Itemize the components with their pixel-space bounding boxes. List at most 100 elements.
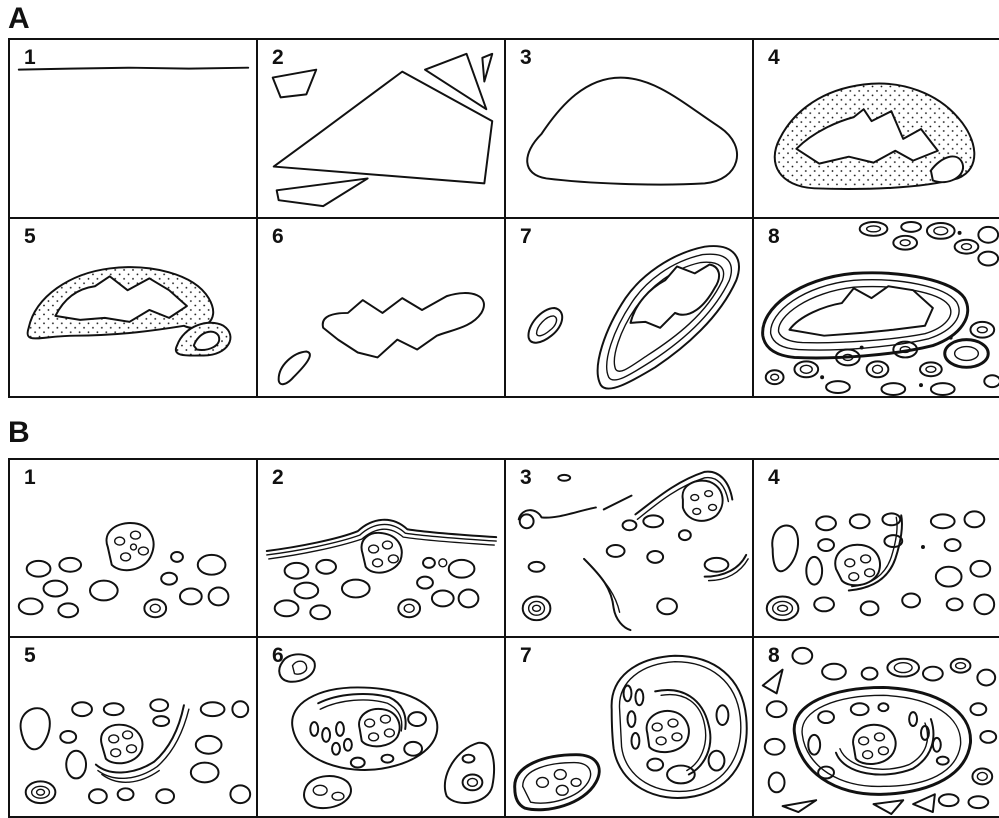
central-body-vacuoles bbox=[365, 715, 395, 741]
cavity-core bbox=[789, 286, 932, 335]
panel-number: 6 bbox=[272, 225, 284, 249]
panel-number: 1 bbox=[24, 466, 36, 490]
ring-inner bbox=[150, 604, 160, 612]
ring-inner bbox=[533, 605, 541, 611]
large-vesicle bbox=[21, 708, 50, 749]
large-vesicle bbox=[772, 526, 798, 572]
right-vesicle bbox=[445, 743, 494, 803]
central-body-vacuoles bbox=[691, 491, 717, 515]
panel-b-7: 7 bbox=[506, 638, 754, 818]
vesicle-field bbox=[310, 712, 426, 767]
lower-vesicle bbox=[304, 776, 351, 808]
panel-number: 2 bbox=[272, 466, 284, 490]
panel-a-2: 2 bbox=[258, 40, 506, 219]
cavity-small bbox=[279, 352, 310, 385]
fragment-large bbox=[274, 72, 493, 184]
triangular-fragment-1 bbox=[763, 670, 783, 694]
section-b-label: B bbox=[8, 416, 30, 450]
central-body bbox=[683, 481, 723, 521]
section-b-grid: 1 bbox=[8, 458, 999, 818]
strand-left bbox=[519, 507, 596, 519]
panel-number: 8 bbox=[768, 644, 780, 668]
panel-b-6: 6 bbox=[258, 638, 506, 818]
ring-inner bbox=[778, 605, 788, 611]
vesicle-rings bbox=[894, 663, 987, 781]
small-body-outer bbox=[528, 308, 562, 343]
panel-a-6-drawing bbox=[258, 219, 504, 396]
vacuole-outer-2 bbox=[619, 662, 740, 792]
vesicle-field bbox=[19, 552, 229, 617]
panel-b-3-drawing bbox=[506, 460, 752, 636]
panel-b-4-drawing bbox=[754, 460, 999, 636]
central-body-vacuoles bbox=[115, 531, 149, 561]
vesicle-field bbox=[765, 648, 996, 808]
vesicle-field bbox=[624, 685, 729, 783]
ring-outer bbox=[26, 781, 56, 803]
surface-line bbox=[19, 68, 248, 70]
vesicle-field bbox=[60, 699, 250, 803]
panel-a-3-drawing bbox=[506, 40, 752, 217]
panel-number: 7 bbox=[520, 644, 532, 668]
membrane-wrap-2 bbox=[661, 695, 706, 771]
small-vacuole-contents bbox=[537, 770, 582, 796]
central-body bbox=[101, 725, 142, 764]
strand-lower bbox=[584, 559, 630, 630]
central-body-vacuoles bbox=[859, 733, 889, 759]
small-vesicle bbox=[558, 475, 570, 481]
central-body-vacuoles bbox=[652, 719, 682, 745]
panel-number: 7 bbox=[520, 225, 532, 249]
cavity bbox=[323, 293, 484, 357]
panel-number: 6 bbox=[272, 644, 284, 668]
panel-b-8: 8 bbox=[754, 638, 999, 818]
triangular-fragment-3 bbox=[874, 800, 904, 814]
panel-a-7-drawing bbox=[506, 219, 752, 396]
central-body bbox=[853, 725, 895, 764]
panel-a-8-drawing bbox=[754, 219, 999, 396]
panel-number: 1 bbox=[24, 46, 36, 70]
panel-b-2: 2 bbox=[258, 460, 506, 638]
panel-a-5-drawing bbox=[10, 219, 256, 396]
central-body bbox=[362, 533, 402, 573]
vesicle-field bbox=[529, 515, 729, 614]
panel-a-5: 5 bbox=[10, 219, 258, 398]
panel-number: 4 bbox=[768, 46, 780, 70]
panel-number: 3 bbox=[520, 46, 532, 70]
vesicle-top-left-inner bbox=[292, 661, 306, 674]
panel-number: 2 bbox=[272, 46, 284, 70]
panel-a-8: 8 bbox=[754, 219, 999, 398]
membrane-wrap bbox=[655, 690, 710, 774]
ring-outer bbox=[463, 774, 483, 790]
panel-b-7-drawing bbox=[506, 638, 752, 816]
cavity-core bbox=[630, 264, 719, 327]
panel-b-1: 1 bbox=[10, 460, 258, 638]
fragment-sliver bbox=[482, 54, 492, 82]
small-vesicle bbox=[439, 559, 447, 567]
panel-a-4-drawing bbox=[754, 40, 999, 217]
triangular-fragment-2 bbox=[783, 800, 817, 812]
panel-b-5: 5 bbox=[10, 638, 258, 818]
ring-outer bbox=[767, 596, 799, 620]
panel-b-8-drawing bbox=[754, 638, 999, 816]
lower-vesicle-contents bbox=[313, 785, 344, 800]
central-body-vacuoles bbox=[845, 555, 875, 581]
fused-mass bbox=[527, 78, 737, 185]
ring-inner bbox=[468, 778, 478, 786]
panel-number: 5 bbox=[24, 225, 36, 249]
ring-mid bbox=[529, 601, 545, 615]
vesicle-left bbox=[520, 514, 534, 528]
section-a-grid: 1 2 3 4 5 bbox=[8, 38, 999, 398]
ring-inner bbox=[37, 789, 45, 795]
panel-b-3: 3 bbox=[506, 460, 754, 638]
panel-a-2-drawing bbox=[258, 40, 504, 217]
panel-b-6-drawing bbox=[258, 638, 504, 816]
panel-a-6: 6 bbox=[258, 219, 506, 398]
panel-a-3: 3 bbox=[506, 40, 754, 219]
strand-lower-2 bbox=[592, 567, 620, 612]
panel-b-2-drawing bbox=[258, 460, 504, 636]
fragment-bottom bbox=[277, 178, 368, 206]
panel-a-1-drawing bbox=[10, 40, 256, 217]
small-vesicle bbox=[463, 755, 475, 763]
panel-number: 5 bbox=[24, 644, 36, 668]
section-a-label: A bbox=[8, 2, 30, 36]
granule bbox=[921, 545, 925, 549]
